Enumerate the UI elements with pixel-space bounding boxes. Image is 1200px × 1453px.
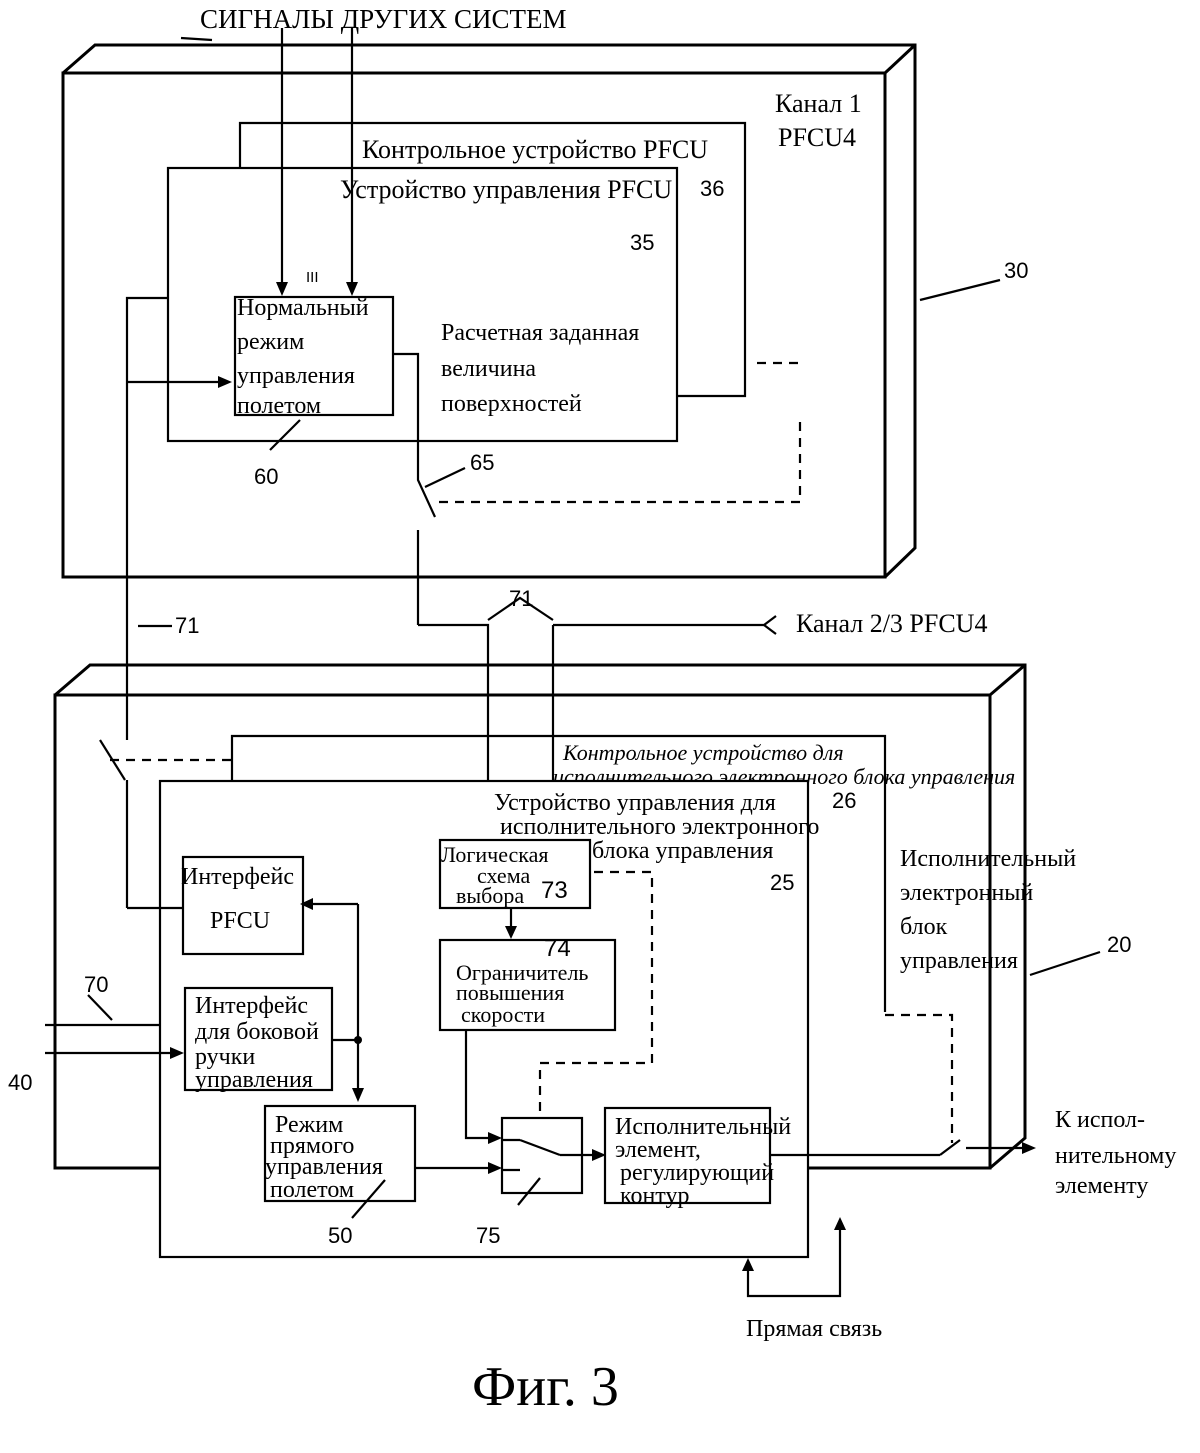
- eu-monitor-label-1: Контрольное устройство для: [562, 740, 844, 765]
- eu-control-label-3: блока управления: [592, 838, 773, 864]
- ref-30: 30: [1004, 258, 1028, 283]
- pfcu-feedback-line: [125, 296, 232, 740]
- direct-mode-box: [263, 1104, 417, 1203]
- surfaces-label-1: Расчетная заданная: [441, 320, 639, 346]
- logic-label-3: выбора: [456, 883, 524, 908]
- pfcu-control-label: Устройство управления PFCU: [340, 175, 672, 204]
- signals-arrows: [180, 28, 358, 296]
- ref-73: 73: [541, 877, 568, 904]
- output-label-3: элементу: [1055, 1173, 1148, 1199]
- direct-mode-label-1: Режим: [275, 1112, 343, 1138]
- limiter-label-1: Ограничитель: [456, 960, 588, 985]
- ref-25: 25: [770, 870, 794, 895]
- ref-74: 74: [544, 935, 571, 962]
- actuator-unit-label-3: блок: [900, 914, 948, 940]
- ref-36: 36: [700, 176, 724, 201]
- output-label-1: К испол-: [1055, 1107, 1145, 1133]
- sidestick-label-1: Интерфейс: [195, 993, 308, 1019]
- actuator-unit-label-2: электронный: [900, 880, 1033, 906]
- limiter-box: [438, 938, 617, 1032]
- servo-loop-label-3: регулирующий: [620, 1160, 774, 1186]
- channel1-label-1: Канал 1: [775, 89, 862, 118]
- eu-control-label-1: Устройство управления для: [494, 790, 776, 816]
- channel23-label: Канал 2/3 PFCU4: [796, 609, 987, 638]
- limiter-label-3: скорости: [461, 1002, 545, 1027]
- surfaces-label-3: поверхностей: [441, 391, 582, 417]
- ref-75: 75: [476, 1223, 500, 1248]
- direct-link-label: Прямая связь: [746, 1316, 882, 1342]
- ref-65: 65: [470, 450, 494, 475]
- ref-60: 60: [254, 464, 278, 489]
- normal-mode-label-1: Нормальный: [237, 295, 369, 321]
- sidestick-label-4: управления: [195, 1067, 313, 1093]
- actuator-unit-label-1: Исполнительный: [900, 846, 1076, 872]
- logic-label-1: Логическая: [441, 842, 549, 867]
- surfaces-label-2: величина: [441, 356, 536, 382]
- dash-monitor-65b: [432, 422, 802, 504]
- ref-70: 70: [84, 972, 108, 997]
- ref-35: 35: [630, 230, 654, 255]
- channel1-label-2: PFCU4: [778, 123, 856, 152]
- direct-link-loop: [742, 1217, 846, 1298]
- direct-mode-label-2: прямого: [270, 1133, 354, 1159]
- pfcu-interface-label-2: PFCU: [210, 908, 270, 934]
- figure-caption: Фиг. 3: [472, 1356, 619, 1418]
- top-signals-label: СИГНАЛЫ ДРУГИХ СИСТЕМ: [200, 4, 566, 34]
- ref-71-center: 71: [509, 586, 533, 611]
- eu-monitor-box: [230, 734, 887, 1012]
- normal-output-line: [393, 352, 436, 625]
- direct-mode-label-3: управления: [265, 1154, 383, 1180]
- ref-20: 20: [1107, 932, 1131, 957]
- sidestick-interface-box: [183, 986, 334, 1092]
- pfcu-monitor-label: Контрольное устройство PFCU: [362, 135, 708, 164]
- ref-40: 40: [8, 1070, 32, 1095]
- logic-label-2: схема: [477, 863, 530, 888]
- output-label-2: нительному: [1055, 1143, 1176, 1169]
- normal-mode-input-marks: III: [306, 269, 319, 286]
- pfcu-interface-box: [181, 855, 305, 956]
- normal-mode-label-2: режим: [237, 329, 304, 355]
- logic-box: [438, 838, 592, 910]
- dash-logic-75: [538, 870, 654, 1145]
- limiter-label-2: повышения: [456, 980, 564, 1005]
- sidestick-label-3: ручки: [195, 1044, 255, 1070]
- pfcu-monitor-box: [238, 121, 747, 398]
- ref-50: 50: [328, 1223, 352, 1248]
- normal-mode-label-3: управления: [237, 363, 355, 389]
- dash-eu-monitor-out: [885, 1013, 954, 1143]
- channel1-box: [61, 43, 917, 579]
- normal-mode-box: [233, 295, 395, 417]
- ref-26: 26: [832, 788, 856, 813]
- servo-loop-label-1: Исполнительный: [615, 1114, 791, 1140]
- servo-loop-label-4: контур: [620, 1183, 689, 1209]
- output-line: [770, 1139, 1036, 1157]
- servo-loop-label-2: элемент,: [615, 1137, 701, 1163]
- normal-mode-label-4: полетом: [237, 393, 321, 419]
- eu-control-label-2: исполнительного электронного: [500, 814, 819, 840]
- sidestick-label-2: для боковой: [195, 1019, 319, 1045]
- pfcu-interface-label-1: Интерфейс: [181, 864, 294, 890]
- direct-mode-label-4: полетом: [270, 1177, 354, 1203]
- ref-71-left: 71: [175, 613, 199, 638]
- sidestick-links: [300, 898, 364, 1102]
- actuator-unit-label-4: управления: [900, 948, 1018, 974]
